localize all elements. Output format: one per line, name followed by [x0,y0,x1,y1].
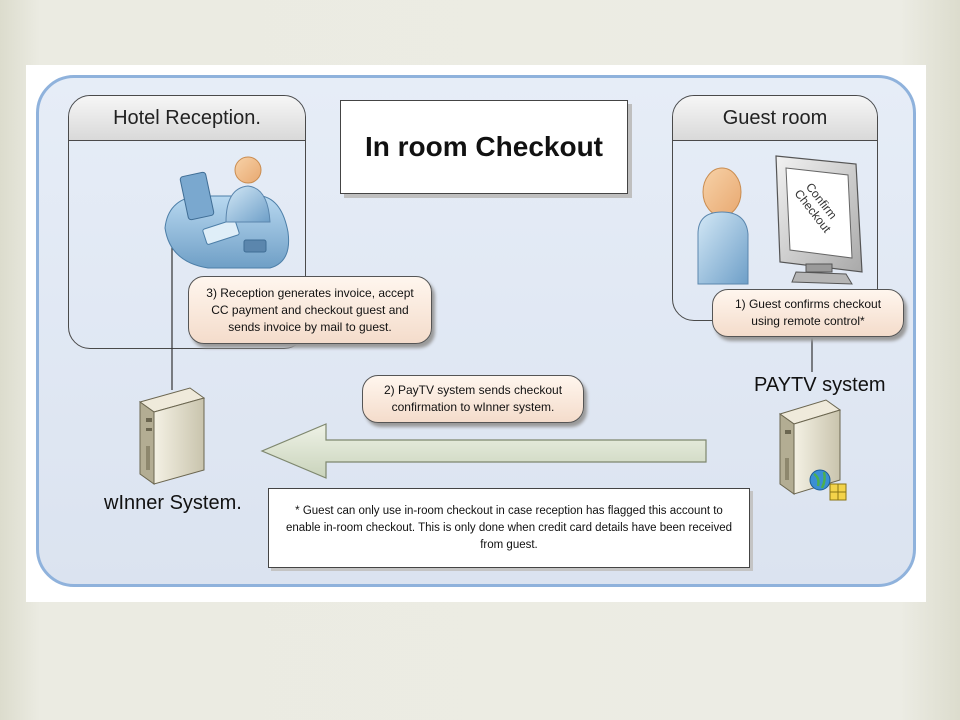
tv-monitor-icon: Confirm Checkout [775,155,863,285]
paytv-server-icon [778,399,847,501]
reception-room-title: Hotel Reception. [69,96,305,141]
guest-icon [697,167,749,285]
guest-room-title: Guest room [673,96,877,141]
paytv-system-label: PAYTV system [754,374,886,396]
receptionist-icon [164,156,290,269]
step-1-callout: 1) Guest confirms checkout using remote … [712,289,904,337]
winner-system-label: wInner System. [104,492,242,514]
diagram-title: In room Checkout [340,100,628,194]
reception-room: Hotel Reception. [68,95,306,349]
winner-server-icon [138,387,206,485]
flow-arrow [260,423,707,479]
footnote: * Guest can only use in-room checkout in… [268,488,750,568]
step-2-callout: 2) PayTV system sends checkout confirmat… [362,375,584,423]
step-3-callout: 3) Reception generates invoice, accept C… [188,276,432,344]
